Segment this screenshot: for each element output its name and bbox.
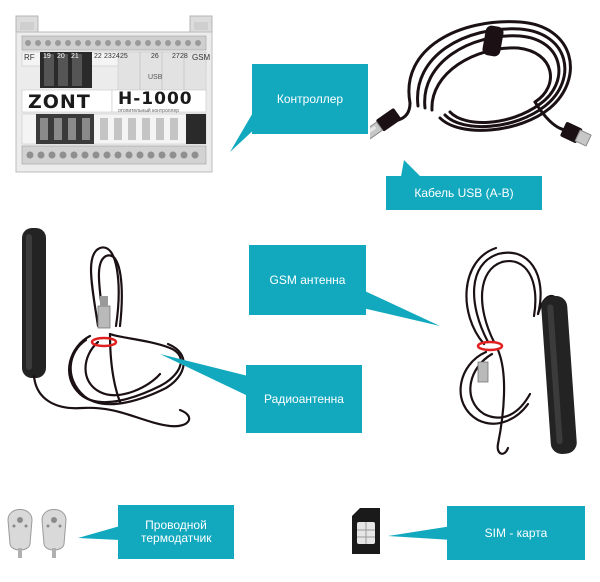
controller-terminal-20: 20 bbox=[57, 53, 65, 60]
radio-antenna-image bbox=[10, 226, 200, 438]
controller-brand-logo: ZONT bbox=[28, 91, 91, 113]
usb-cable-image bbox=[370, 8, 592, 168]
controller-terminal-19: 19 bbox=[43, 53, 51, 60]
controller-subtitle: отопительный контроллер bbox=[118, 108, 180, 114]
controller-rf-label: RF bbox=[24, 53, 35, 62]
controller-device: RF 19 20 21 22 23 24 25 26 27 28 GSM USB… bbox=[14, 8, 214, 174]
sim-card-callout: SIM - карта bbox=[447, 506, 585, 560]
controller-terminal-23: 23 bbox=[104, 53, 112, 60]
radio-antenna-callout-label: Радиоантенна bbox=[264, 391, 344, 406]
controller-callout: Контроллер bbox=[252, 64, 368, 134]
gsm-antenna-callout-label: GSM антенна bbox=[269, 272, 346, 287]
usb-cable-callout: Кабель USB (A-B) bbox=[386, 176, 542, 210]
controller-terminal-24: 24 bbox=[112, 53, 120, 60]
gsm-antenna-callout: GSM антенна bbox=[249, 245, 366, 315]
sim-card-image bbox=[350, 506, 382, 556]
controller-gsm-label: GSM bbox=[192, 53, 211, 62]
controller-terminal-25: 25 bbox=[120, 53, 128, 60]
usb-cable-callout-label: Кабель USB (A-B) bbox=[414, 185, 514, 200]
controller-model-label: H-1000 bbox=[118, 89, 193, 109]
controller-terminal-22: 22 bbox=[94, 53, 102, 60]
controller-callout-label: Контроллер bbox=[276, 91, 344, 106]
controller-usb-label: USB bbox=[148, 74, 163, 81]
gsm-antenna-image bbox=[438, 244, 590, 460]
sim-card-callout-label: SIM - карта bbox=[484, 525, 548, 540]
thermo-sensor-callout: Проводной термодатчик bbox=[118, 505, 234, 559]
thermo-sensor-callout-label: Проводной термодатчик bbox=[141, 518, 212, 545]
controller-terminal-27: 27 bbox=[172, 53, 180, 60]
controller-terminal-28: 28 bbox=[180, 53, 188, 60]
controller-terminal-26: 26 bbox=[151, 53, 159, 60]
radio-antenna-callout: Радиоантенна bbox=[246, 365, 362, 433]
controller-terminal-21: 21 bbox=[71, 53, 79, 60]
thermo-sensor-image bbox=[2, 500, 78, 560]
